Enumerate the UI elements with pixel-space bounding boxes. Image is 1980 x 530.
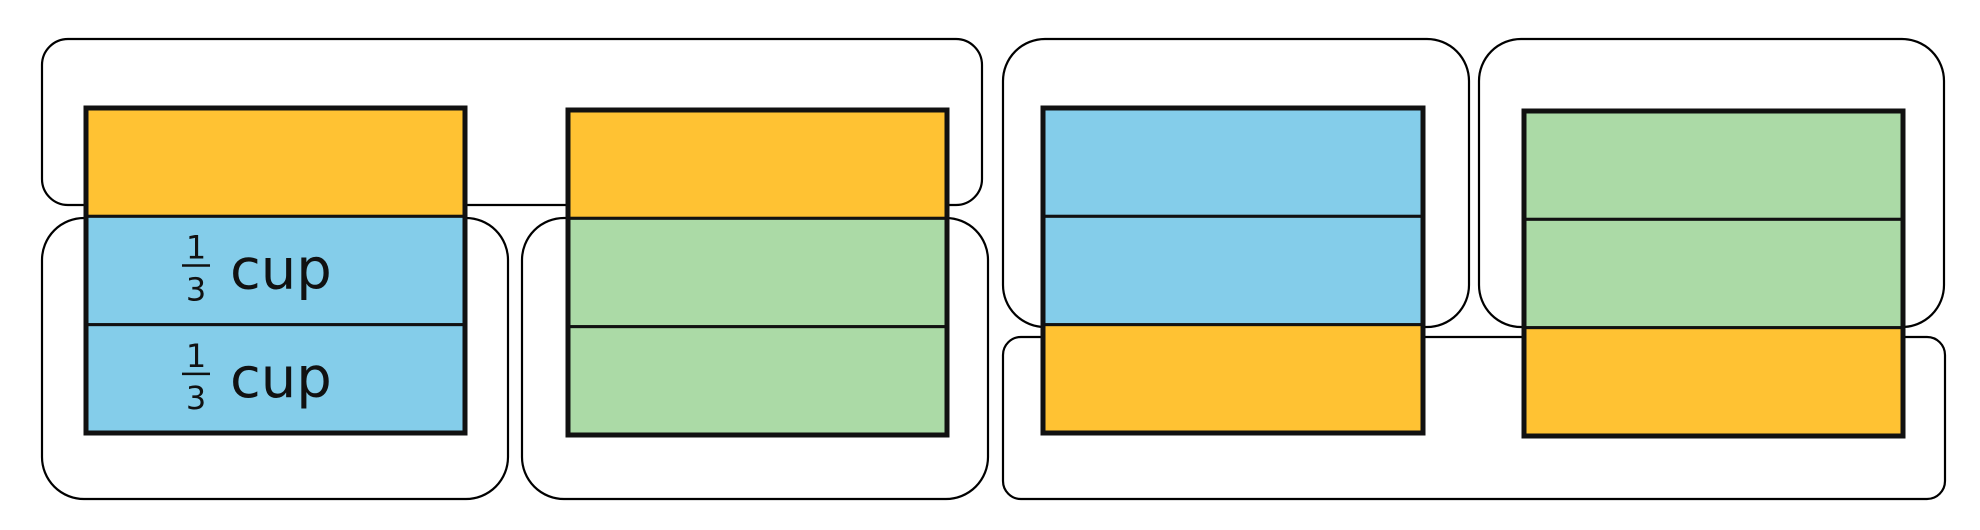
bar-1-border (83, 105, 468, 436)
bar-2-section-3-green (566, 325, 949, 437)
group-outline-yellow-top-left (40, 37, 984, 207)
fraction-numerator: 1 (186, 337, 206, 375)
fraction-denominator: 3 (186, 271, 206, 309)
bar-2 (565, 107, 950, 438)
fraction-denominator: 3 (186, 379, 206, 417)
fraction-numerator: 1 (186, 229, 206, 267)
bar-2-section-2-green (566, 216, 949, 329)
bar-2-border (565, 107, 950, 438)
fraction-unit: cup (230, 238, 332, 303)
bar-1: 1 3 cup 1 3 cup (83, 105, 468, 436)
bar-4-section-1-green (1522, 109, 1905, 221)
bar-4-border (1521, 108, 1906, 439)
bar-1-section-1-yellow (84, 106, 467, 218)
bar-3 (1040, 105, 1426, 436)
bar-3-border (1040, 105, 1426, 436)
group-outline-yellow-bottom-right (1001, 335, 1947, 501)
bar-3-section-2-blue (1041, 214, 1425, 327)
bar-4-section-2-green (1522, 217, 1905, 330)
bar-4 (1521, 108, 1906, 439)
bar-4-section-3-yellow (1522, 326, 1905, 438)
fraction-label: 1 3 cup (182, 229, 332, 309)
fraction-unit: cup (230, 346, 332, 411)
bar-3-section-3-yellow (1041, 323, 1425, 435)
fraction-label: 1 3 cup (182, 337, 332, 417)
bar-3-section-1-blue (1041, 106, 1425, 218)
bar-2-section-1-yellow (566, 108, 949, 220)
fraction-bars: 1 3 cup 1 3 cup (83, 105, 1906, 439)
